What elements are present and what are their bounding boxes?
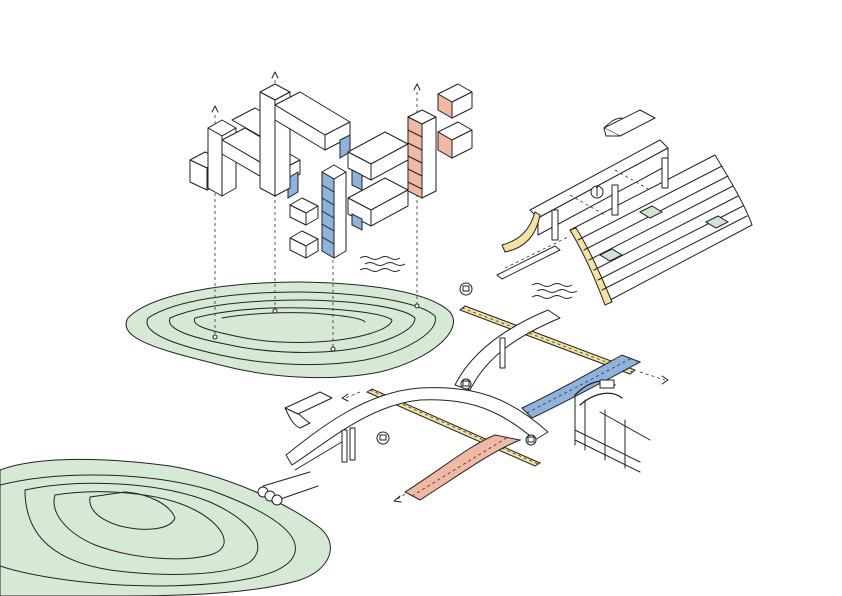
bridge-stop-icon-2: [525, 434, 537, 446]
tram-stop-icon: [459, 282, 473, 296]
lower-left-terraced-land: [0, 458, 331, 596]
bridge-stop-icon-1: [460, 378, 472, 390]
water-waves-icon: [359, 256, 406, 272]
exploded-building-structure: [189, 83, 473, 259]
scaffold-structure: [574, 379, 651, 473]
land-fill: [0, 458, 331, 596]
bus-shelter-canopy: [284, 391, 333, 429]
person-icon: [590, 185, 604, 199]
water-waves-icon-2: [531, 283, 578, 299]
curved-shell-pavilion: [496, 109, 753, 306]
upper-terraced-land: [125, 281, 454, 379]
shell-skylight-pads: [598, 205, 730, 262]
land-fill-upper: [125, 281, 454, 379]
bus-stop-icon: [376, 431, 390, 445]
pipes-icon: [257, 471, 319, 506]
shell-ribs: [577, 165, 748, 291]
arrow-icon: [341, 371, 669, 503]
transit-routes: [285, 305, 642, 501]
